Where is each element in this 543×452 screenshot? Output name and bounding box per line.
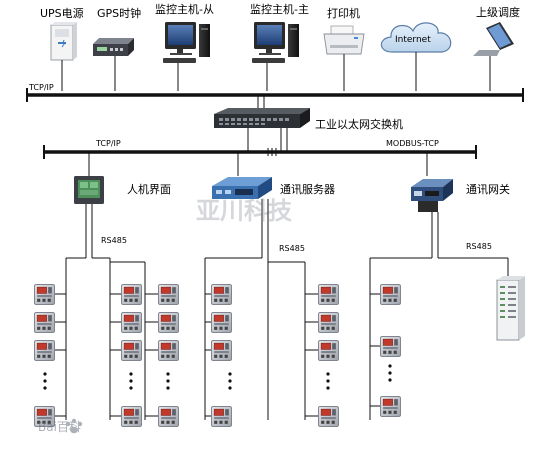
computer-icon [163, 22, 210, 63]
gps-clock-icon [93, 38, 134, 56]
server-icon [212, 177, 272, 199]
gateway-icon [411, 179, 453, 212]
monitor-host-master: 监控主机-主 [250, 2, 309, 63]
monitor-host-master-label: 监控主机-主 [250, 2, 309, 16]
lower-bus: TCP/IP MODBUS-TCP [43, 139, 477, 159]
power-meter-icon [380, 396, 401, 417]
ups-label: UPS电源 [40, 6, 84, 20]
baidu-watermark: Bai百科 [38, 418, 83, 434]
monitor-host-slave-label: 监控主机-从 [155, 2, 214, 16]
power-meter-icon [158, 406, 179, 427]
printer-device: 打印机 [323, 6, 365, 55]
rs485-gateway-label: RS485 [466, 242, 492, 251]
baidu-watermark-text: Bai百科 [38, 420, 81, 434]
ups-device: UPS电源 [40, 6, 84, 61]
rs485-hmi-label: RS485 [101, 236, 127, 245]
power-meter-icon [318, 284, 339, 305]
meter-group-hmi-mid [110, 284, 142, 427]
rs485-branches [65, 257, 509, 420]
laptop-icon [473, 22, 514, 56]
paw-icon [65, 418, 83, 434]
meter-group-hmi-left [34, 284, 66, 427]
internet-label: Internet [395, 35, 431, 45]
switchgear-cabinet [496, 276, 525, 341]
ellipsis-dots [388, 364, 392, 382]
center-watermark: 亚川科技 [196, 197, 293, 225]
top-device-drops [61, 52, 491, 91]
power-meter-icon [211, 284, 232, 305]
ellipsis-dots [228, 372, 232, 390]
cloud-icon [380, 22, 452, 53]
power-meter-icon [211, 406, 232, 427]
meter-group-server-left [205, 284, 232, 427]
ellipsis-dots [129, 372, 133, 390]
gps-clock-device: GPS时钟 [93, 6, 141, 56]
power-meter-icon [158, 312, 179, 333]
switch-uplinks [257, 95, 265, 110]
gateway-device: 通讯网关 RS485 [411, 152, 510, 258]
power-meter-icon [121, 312, 142, 333]
monitor-host-slave: 监控主机-从 [155, 2, 214, 63]
gps-clock-label: GPS时钟 [97, 6, 141, 20]
power-meter-icon [158, 340, 179, 361]
switch-label: 工业以太网交换机 [315, 117, 403, 131]
ellipsis-dots [43, 372, 47, 390]
hmi-device: 人机界面 RS485 [74, 152, 171, 258]
printer-label: 打印机 [327, 6, 360, 20]
touch-panel-icon [74, 176, 104, 204]
ellipsis-dots [326, 372, 330, 390]
hmi-label: 人机界面 [127, 182, 171, 196]
cabinet-icon [496, 276, 525, 341]
power-meter-icon [121, 340, 142, 361]
upper-dispatch-device: 上级调度 [473, 5, 520, 56]
meter-group-hmi-right [145, 284, 179, 427]
power-meter-icon [380, 284, 401, 305]
lower-right-bus-label: MODBUS-TCP [386, 139, 439, 148]
top-tcpip-bus: TCP/IP [26, 83, 524, 102]
power-meter-icon [121, 284, 142, 305]
top-bus-label: TCP/IP [28, 83, 54, 92]
power-meter-icon [211, 312, 232, 333]
rs485-server-label: RS485 [279, 244, 305, 253]
internet-cloud: Internet [380, 22, 452, 53]
switch-icon [214, 108, 310, 128]
printer-icon [323, 25, 365, 55]
ethernet-switch: 工业以太网交换机 [214, 108, 403, 131]
power-meter-icon [34, 340, 55, 361]
ellipsis-dots [166, 372, 170, 390]
power-meter-icon [318, 340, 339, 361]
power-meter-icon [211, 340, 232, 361]
power-meter-icon [380, 336, 401, 357]
power-meter-icon [34, 312, 55, 333]
upper-dispatch-label: 上级调度 [476, 5, 520, 19]
meter-group-server-right [305, 284, 339, 427]
comm-server-device: 通讯服务器 RS485 [212, 152, 335, 258]
comm-server-label: 通讯服务器 [280, 183, 335, 196]
ups-icon [50, 22, 77, 61]
lower-left-bus-label: TCP/IP [95, 139, 121, 148]
computer-icon [252, 22, 299, 63]
meter-group-gateway [370, 284, 401, 417]
power-meter-icon [318, 406, 339, 427]
power-meter-icon [121, 406, 142, 427]
power-meter-icon [158, 284, 179, 305]
power-meter-icon [318, 312, 339, 333]
power-meter-icon [34, 284, 55, 305]
gateway-label: 通讯网关 [466, 182, 510, 196]
